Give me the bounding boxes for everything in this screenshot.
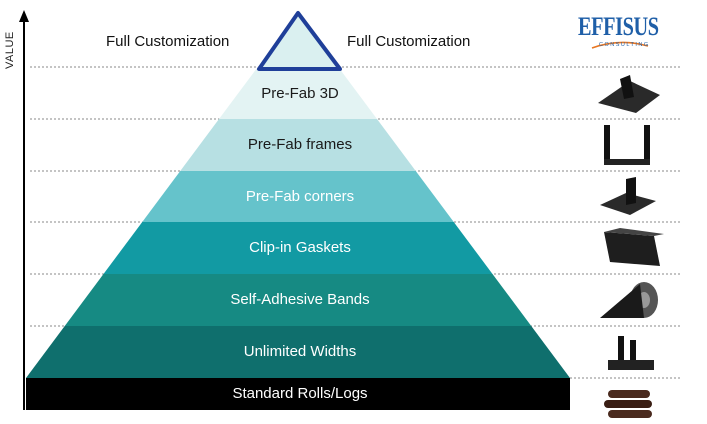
pyramid-tier — [180, 119, 416, 171]
full-customization-left-label: Full Customization — [106, 33, 230, 50]
pyramid-tier — [219, 69, 377, 119]
tier-label: Pre-Fab frames — [247, 136, 353, 153]
pyramid-tier — [142, 171, 454, 222]
gasket-icon — [604, 228, 664, 266]
corner-icon — [600, 177, 656, 215]
tier-label: Unlimited Widths — [243, 343, 357, 360]
value-axis-label: VALUE — [4, 31, 16, 69]
tier-label: Standard Rolls/Logs — [232, 385, 368, 402]
3d-corner-icon — [598, 75, 660, 113]
logs-icon — [604, 390, 652, 418]
pyramid-tier — [26, 326, 570, 378]
frame-icon — [604, 125, 650, 165]
apex-triangle — [257, 11, 342, 71]
value-axis-arrowhead — [19, 10, 29, 22]
logo-subtitle: CONSULTING — [599, 42, 650, 48]
tier-label: Pre-Fab 3D — [261, 85, 339, 102]
effisus-logo: EFFISUS CONSULTING — [572, 8, 672, 56]
logo-wordmark: EFFISUS — [578, 12, 659, 41]
logo-swoosh-icon — [591, 41, 649, 49]
full-customization-right-label: Full Customization — [347, 33, 471, 50]
pyramid-tier — [64, 274, 532, 326]
width-rolls-icon — [608, 336, 654, 370]
pyramid-tier — [26, 378, 570, 410]
tier-label: Pre-Fab corners — [245, 187, 355, 205]
tier-label: Self-Adhesive Bands — [230, 291, 370, 308]
band-roll-icon — [600, 282, 658, 318]
pyramid-tier — [103, 222, 493, 274]
tier-label: Clip-in Gaskets — [249, 239, 351, 256]
